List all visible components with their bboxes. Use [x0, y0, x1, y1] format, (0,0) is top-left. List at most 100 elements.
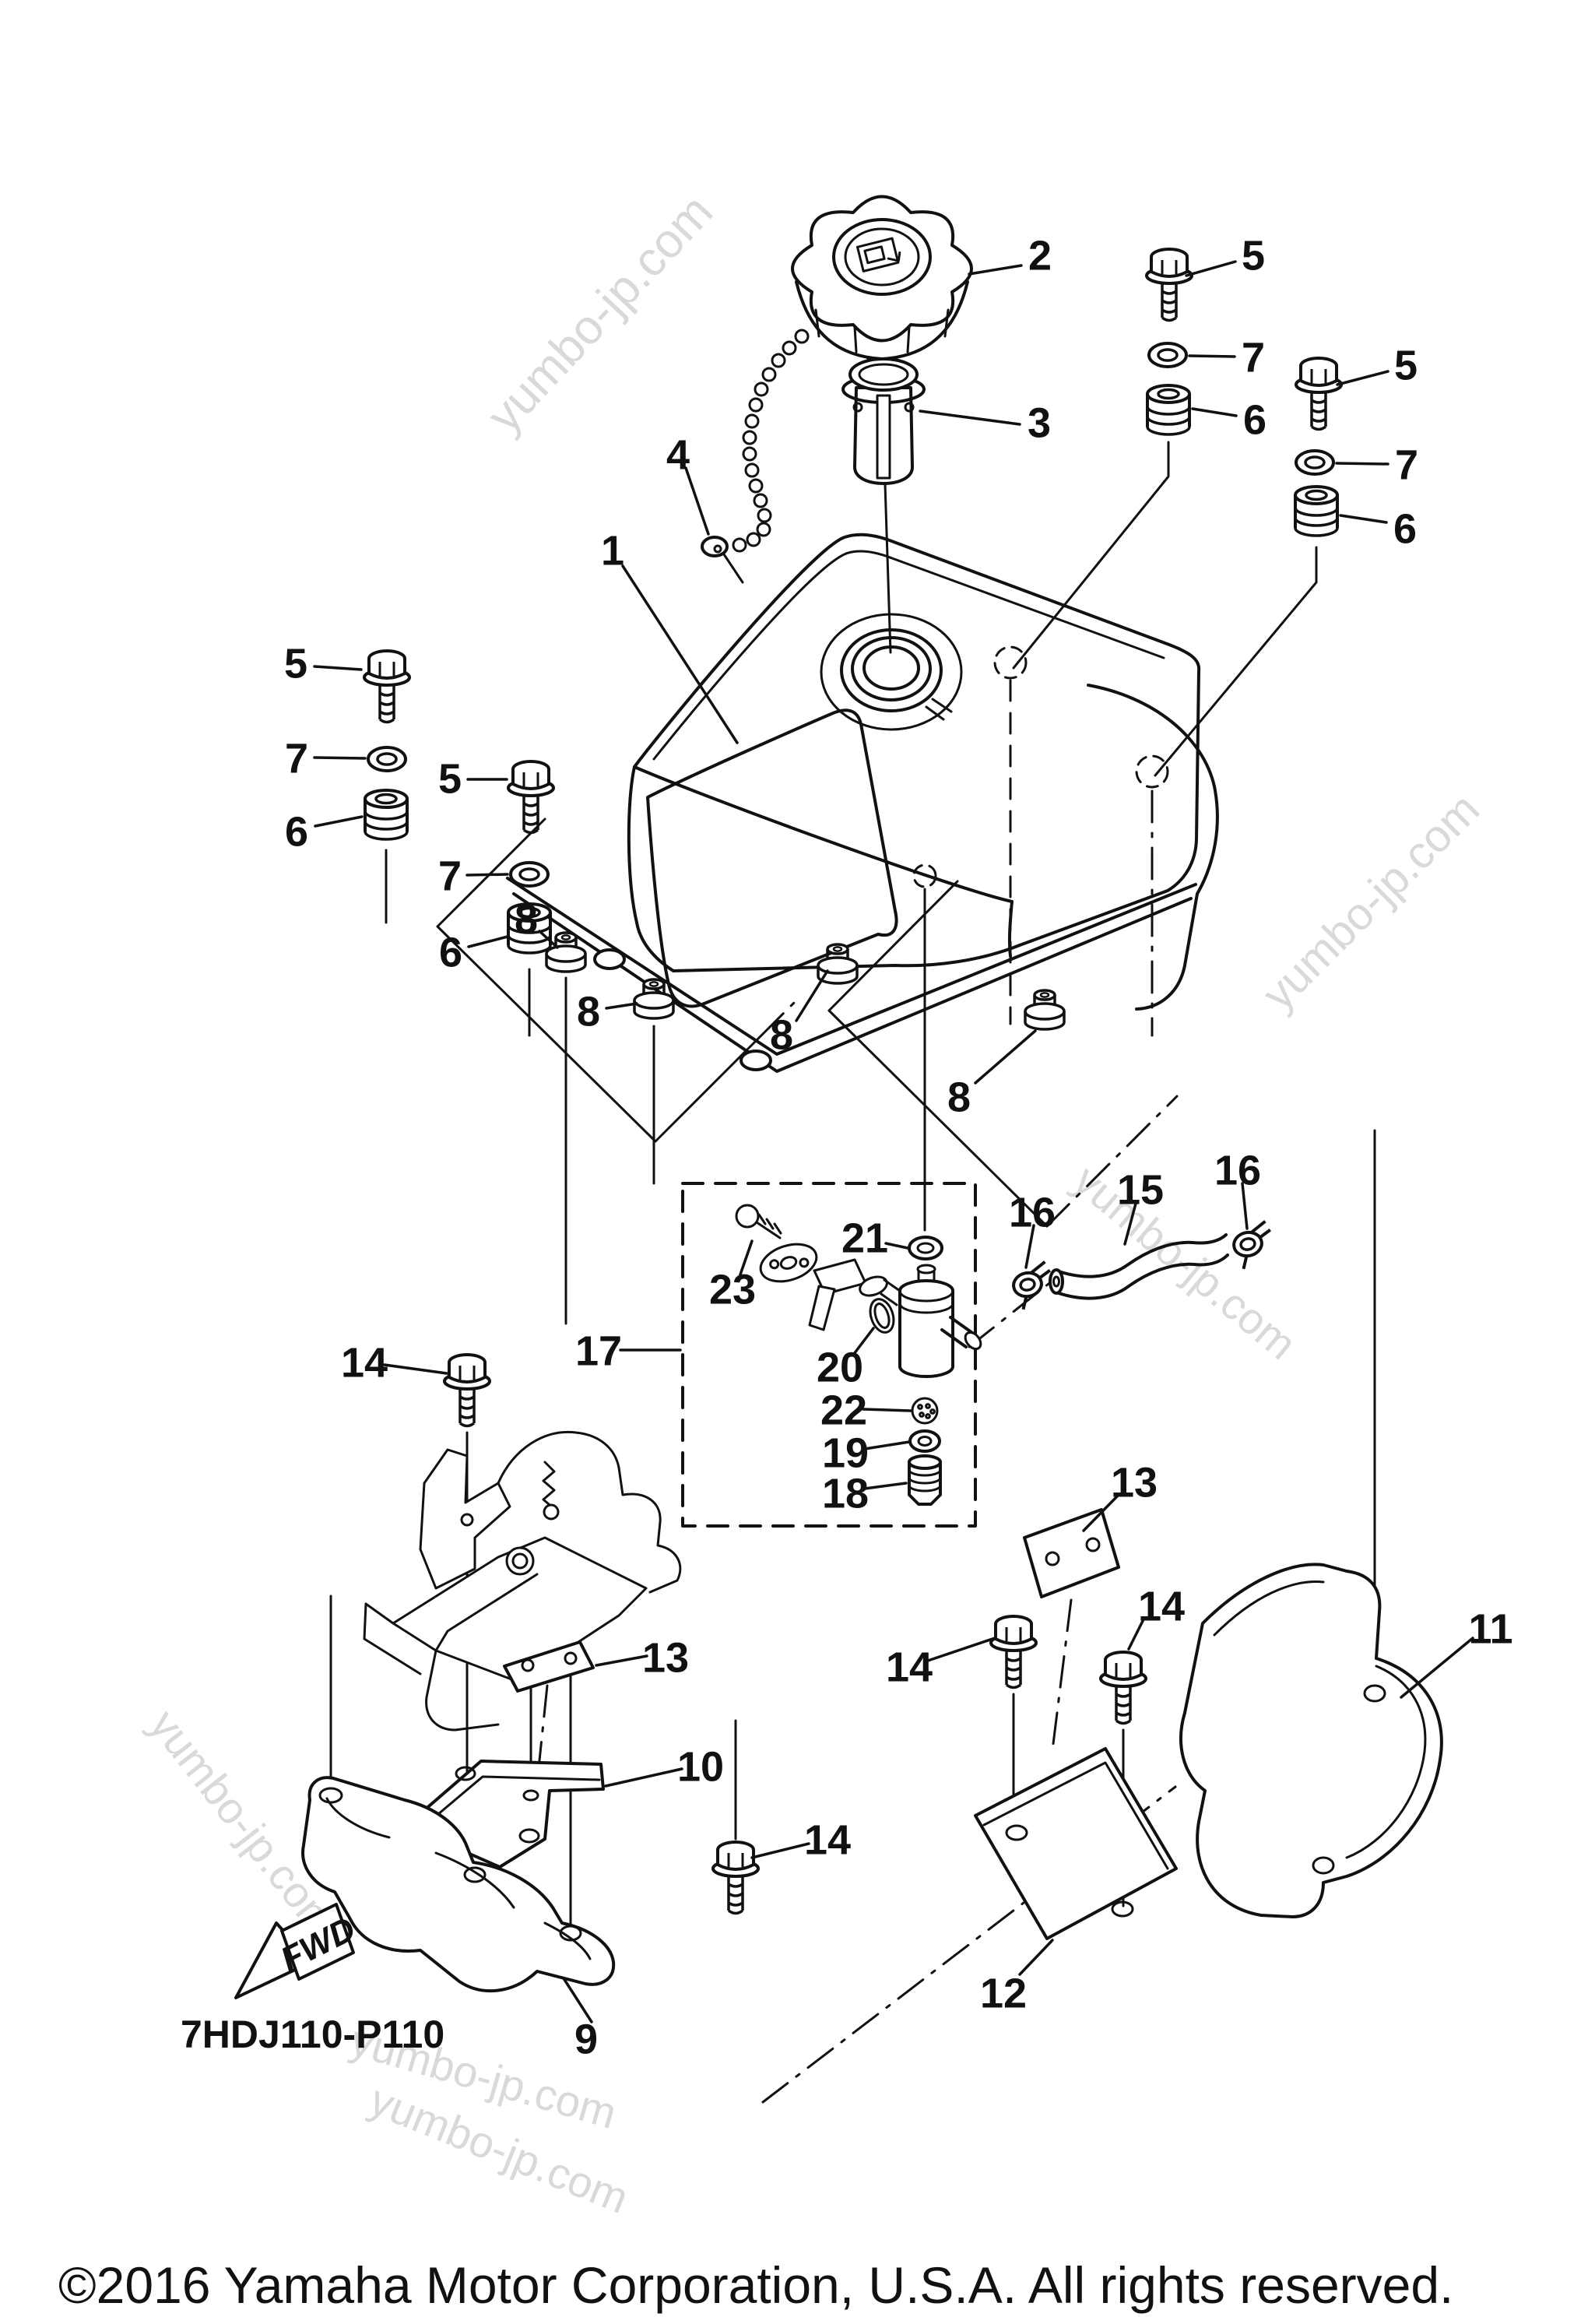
plate-12-drawing [974, 1747, 1178, 1940]
washer-7 [1147, 342, 1188, 368]
washer-7 [509, 861, 550, 888]
callout-label: 22 [820, 1387, 867, 1433]
filter-cup-18 [908, 1454, 942, 1506]
hose-clamp-16 [1228, 1218, 1279, 1272]
callout-label: 11 [1468, 1605, 1512, 1652]
bolt-5 [363, 649, 411, 724]
plate-13-left [503, 1640, 595, 1693]
callout-label: 23 [709, 1266, 756, 1313]
fuel-hose-drawing [1008, 1218, 1279, 1313]
cap-chain-drawing [701, 329, 810, 584]
callout-leader-line [852, 1327, 875, 1355]
callout-leader-line [562, 1977, 593, 2023]
dashed-box-17 [681, 1182, 977, 1528]
callout-label: 6 [1393, 505, 1417, 552]
callout-leader-line [1241, 1182, 1249, 1230]
callout-label: 5 [1242, 232, 1265, 279]
fuel-cock-assembly [681, 1182, 982, 1528]
callout-leader-line [1188, 354, 1236, 358]
callout-leader-line [605, 1002, 638, 1010]
bolt-5 [1295, 357, 1343, 431]
callout-label: 5 [438, 755, 462, 802]
callout-label: 4 [666, 431, 690, 478]
grommet-6 [1146, 384, 1191, 436]
callout-leader-line [314, 815, 364, 828]
callout-label: 3 [1028, 399, 1051, 446]
bolt-5 [1145, 248, 1193, 322]
callout-label: 20 [817, 1344, 863, 1391]
filter-mesh-22 [911, 1397, 939, 1425]
callout-label: 6 [439, 929, 462, 976]
callout-label: 2 [1028, 232, 1052, 279]
callout-leader-line [1082, 1494, 1119, 1532]
callout-label: 12 [980, 1970, 1027, 2016]
callout-leader-line [1185, 260, 1237, 277]
callout-label: 18 [822, 1470, 869, 1517]
watermark-text: yumbo-jp.com [1252, 783, 1489, 1020]
plate-13-right [1023, 1508, 1120, 1598]
bracket-11-drawing [1179, 1563, 1443, 1918]
callout-leader-line [467, 935, 509, 948]
callout-label: 16 [1009, 1189, 1056, 1236]
callout-label: 21 [841, 1215, 888, 1261]
cock-gasket [759, 1243, 818, 1283]
callout-leader-line [383, 1363, 448, 1375]
callout-label: 14 [886, 1644, 933, 1690]
callout-leader-line [1127, 1616, 1146, 1651]
cock-lever [808, 1258, 901, 1331]
washer-7 [367, 746, 407, 772]
bolt-14 [1099, 1651, 1147, 1725]
callout-leader-line [1335, 462, 1389, 466]
part-code: 7HDJ110-P110 [181, 2013, 444, 2056]
callout-label: 8 [770, 1011, 793, 1058]
callout-leader-line [739, 1239, 754, 1276]
bolt-14 [989, 1615, 1038, 1689]
callout-label: 10 [677, 1743, 724, 1790]
watermark-text: yumbo-jp.com [1065, 1155, 1306, 1369]
callout-leader-line [595, 1654, 648, 1667]
callout-label: 13 [642, 1634, 689, 1681]
callout-leader-line [1024, 1224, 1035, 1269]
callout-leader-line [538, 930, 559, 949]
watermark-text: yumbo-jp.com [477, 185, 723, 443]
callout-label: 17 [575, 1327, 622, 1374]
callout-label: 14 [804, 1816, 851, 1863]
cock-body [898, 1264, 982, 1378]
bracket-9-drawing [301, 1776, 616, 1992]
callout-leader-line [604, 1767, 683, 1788]
callout-leader-line [1018, 1939, 1054, 1976]
callout-leader-line [884, 1242, 909, 1250]
callout-leader-line [1336, 370, 1389, 386]
fuel-tank-drawing [506, 533, 1219, 1073]
bolt-14 [443, 1353, 491, 1428]
filler-strainer-drawing [841, 357, 926, 485]
callout-label: 19 [822, 1429, 869, 1476]
copyright-line: ©2016 Yamaha Motor Corporation, U.S.A. A… [58, 2256, 1453, 2314]
callout-label: 8 [577, 988, 600, 1035]
washer-19 [908, 1429, 941, 1453]
callout-label: 7 [285, 735, 308, 782]
callout-leader-line [1339, 514, 1388, 524]
callout-label: 8 [515, 895, 538, 942]
callout-label: 6 [1243, 396, 1267, 443]
washer-7 [1295, 449, 1335, 476]
callout-leader-line [1400, 1637, 1474, 1699]
callout-leader-line [919, 410, 1021, 426]
grommet-6 [364, 789, 409, 841]
o-ring-20 [869, 1298, 895, 1334]
damper-8 [1024, 989, 1066, 1031]
callout-leader-line [862, 1408, 912, 1412]
callout-label: 5 [1394, 342, 1418, 389]
callout-leader-line [974, 1029, 1037, 1085]
callout-leader-line [926, 1637, 996, 1662]
callout-label: 13 [1111, 1459, 1158, 1506]
fuel-cap-drawing [791, 195, 973, 374]
callout-label: 7 [1242, 334, 1265, 381]
callout-leader-line [863, 1440, 911, 1450]
callout-leader-line [863, 1482, 908, 1490]
callout-leader-line [1191, 407, 1238, 417]
callout-leader-line [466, 873, 509, 877]
callout-label: 9 [574, 2016, 598, 2062]
